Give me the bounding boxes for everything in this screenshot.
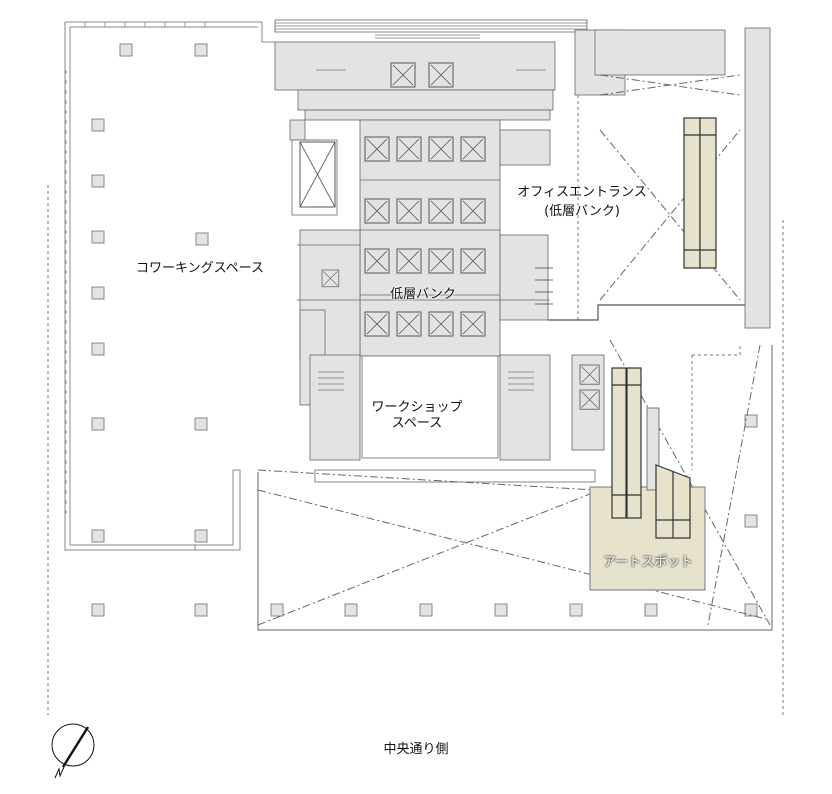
room-label-office-entrance: オフィスエントランス (517, 185, 647, 200)
coworking-wing (64, 21, 275, 551)
room-label-coworking: コワーキングスペース (135, 261, 265, 276)
room-label-workshop-sub: スペース (391, 416, 443, 431)
room-label-workshop: ワークショップ (371, 400, 463, 415)
room-label-art-spot: アートスポット (602, 555, 694, 570)
room-label-office-entrance-sub: (低層バンク) (544, 204, 620, 219)
elevators (299, 62, 600, 410)
room-label-low-bank: 低層バンク (390, 287, 456, 302)
escalators (611, 117, 717, 539)
window-mullions (84, 22, 206, 27)
street-side-label: 中央通り側 (383, 742, 449, 757)
site-boundary (47, 95, 784, 715)
north-arrow-icon (51, 723, 95, 779)
